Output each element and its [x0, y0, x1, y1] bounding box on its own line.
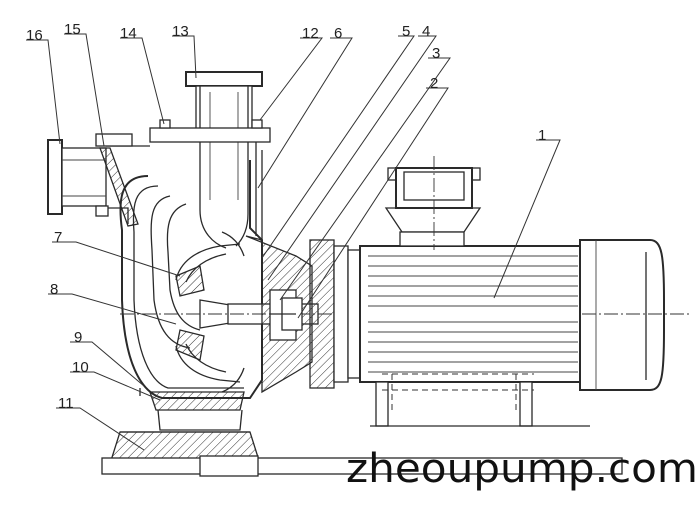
- part-label-4: 4: [422, 23, 430, 40]
- part-label-12: 12: [302, 25, 319, 42]
- base-plate: [101, 431, 623, 477]
- motor-fins: [368, 255, 578, 373]
- part-label-15: 15: [64, 21, 81, 38]
- part-label-16: 16: [26, 27, 43, 44]
- part-label-6: 6: [334, 25, 342, 42]
- part-label-14: 14: [120, 25, 137, 42]
- part-labels: 16 15 14 13 12 6 5 4 3 2 1 7 8 9 10 11: [26, 21, 546, 412]
- part-label-8: 8: [50, 281, 58, 298]
- part-label-10: 10: [72, 359, 89, 376]
- part-label-5: 5: [402, 23, 410, 40]
- part-label-9: 9: [74, 329, 82, 346]
- part-label-7: 7: [54, 229, 62, 246]
- outlet-pipe: [149, 71, 271, 249]
- bearing-bracket: [245, 235, 313, 394]
- pump-casing: [119, 160, 263, 431]
- part-label-13: 13: [172, 23, 189, 40]
- part-label-3: 3: [432, 45, 440, 62]
- part-label-2: 2: [430, 75, 438, 92]
- part-label-11: 11: [58, 395, 74, 412]
- part-label-1: 1: [538, 127, 546, 144]
- leader-lines: [26, 33, 561, 451]
- watermark-text: zheoupump.com: [346, 446, 698, 492]
- inlet-pipe: [47, 133, 150, 227]
- motor: [359, 156, 665, 427]
- motor-flange: [309, 239, 361, 389]
- impeller: [175, 231, 245, 393]
